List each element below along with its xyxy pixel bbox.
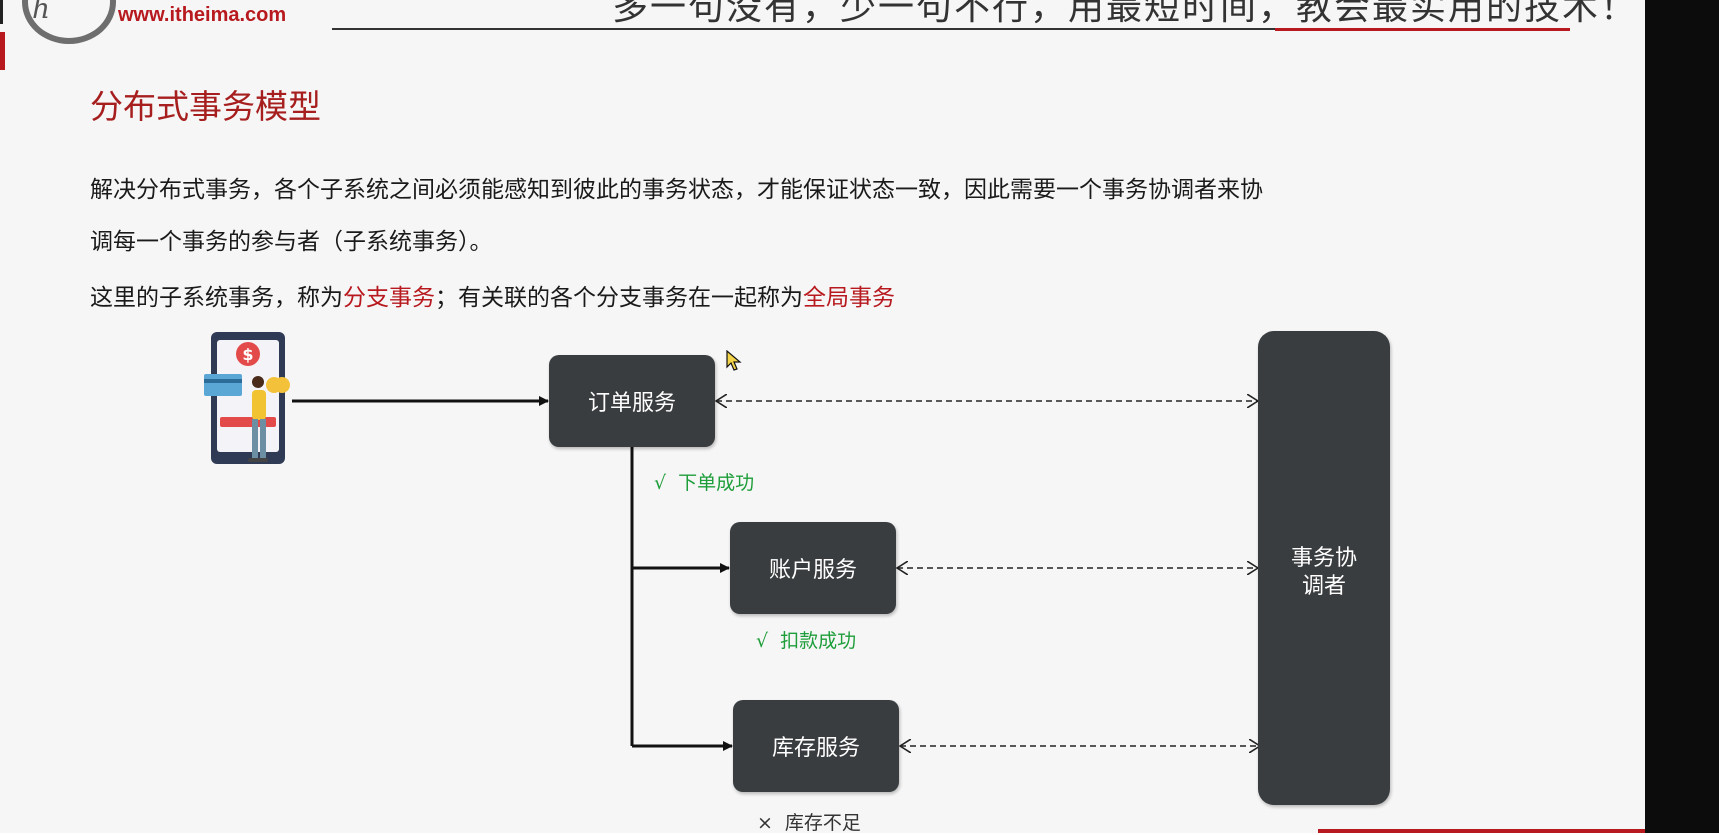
para2-prefix: 这里的子系统事务，称为 — [90, 285, 343, 311]
status-account-text: 扣款成功 — [780, 630, 857, 652]
status-inventory-failure: × 库存不足 — [757, 808, 861, 835]
paragraph-branch-global: 这里的子系统事务，称为分支事务；有关联的各个分支事务在一起称为全局事务 — [90, 278, 895, 312]
brand-url: www.itheima.com — [118, 4, 287, 26]
status-order-text: 下单成功 — [678, 472, 755, 494]
coordinator-label-line1: 事务协 — [1290, 546, 1357, 571]
paragraph-line-1: 解决分布式事务，各个子系统之间必须能感知到彼此的事务状态，才能保证状态一致，因此… — [90, 177, 1263, 203]
transaction-coordinator-node: 事务协 调者 — [1258, 331, 1390, 805]
account-service-node: 账户服务 — [730, 522, 896, 614]
para2-middle: ；有关联的各个分支事务在一起称为 — [435, 285, 803, 311]
diagram-connectors — [292, 0, 1645, 833]
term-global-transaction: 全局事务 — [803, 285, 895, 311]
slide-title: 分布式事务模型 — [90, 87, 321, 126]
status-order-success: √ 下单成功 — [654, 468, 754, 495]
coordinator-label: 事务协 调者 — [1258, 545, 1390, 601]
left-red-accent — [0, 32, 5, 70]
window-edge — [1645, 0, 1719, 833]
logo-glyph-icon: h — [32, 0, 51, 25]
status-account-success: √ 扣款成功 — [756, 626, 856, 653]
mouse-cursor-icon — [726, 350, 742, 371]
paragraph-line-2: 调每一个事务的参与者（子系统事务）。 — [90, 229, 493, 255]
footer-accent — [1318, 829, 1645, 833]
term-branch-transaction: 分支事务 — [343, 285, 435, 311]
header-divider — [332, 28, 1570, 30]
user-paying-phone-icon: $ — [204, 332, 290, 464]
check-icon: √ — [756, 630, 769, 652]
order-service-node: 订单服务 — [549, 355, 715, 447]
left-accent-bar — [0, 0, 3, 24]
header-slogan: 多一句没有，少一句不行，用最短时间，教会最实用的技术！ — [612, 0, 1639, 28]
cross-icon: × — [757, 812, 773, 834]
inventory-service-node: 库存服务 — [733, 700, 899, 792]
coordinator-label-line2: 调者 — [1301, 574, 1346, 599]
header-divider-accent — [1275, 28, 1570, 31]
status-inventory-text: 库存不足 — [784, 812, 861, 834]
dollar-symbol: $ — [242, 345, 253, 364]
check-icon: √ — [654, 472, 667, 494]
